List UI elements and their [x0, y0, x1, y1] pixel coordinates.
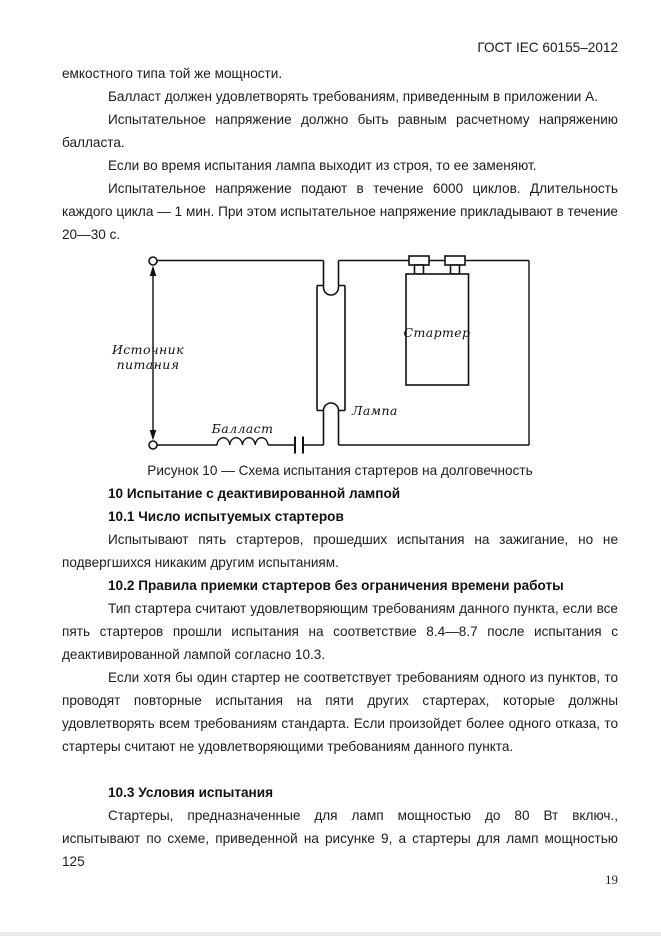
starter-terminal-stem-right	[449, 264, 461, 275]
label-power-source-line2: питания	[117, 357, 180, 372]
lamp-electrode-bottom	[322, 402, 340, 445]
circuit-diagram: Источник питания Балласт Лампа Стартер	[111, 255, 530, 454]
heading-10-2: 10.2 Правила приемки стартеров без огран…	[108, 578, 564, 593]
circuit-wires	[157, 259, 530, 446]
paragraph-lamp-replacement: Если во время испытания лампа выходит из…	[108, 158, 537, 173]
label-lamp: Лампа	[351, 403, 398, 418]
starter-terminal-cap-right	[444, 255, 466, 266]
paragraph-test-voltage: Испытательное напряжение должно быть рав…	[62, 112, 618, 150]
starter-box	[405, 273, 470, 386]
lamp-electrode-top	[322, 260, 340, 296]
paragraph-continuation: емкостного типа той же мощности.	[62, 66, 283, 81]
heading-10-1: 10.1 Число испытуемых стартеров	[108, 509, 344, 524]
label-ballast: Балласт	[211, 421, 274, 436]
heading-10-3: 10.3 Условия испытания	[108, 785, 274, 800]
label-starter: Стартер	[404, 325, 471, 340]
power-source-arrowhead-up	[149, 265, 157, 276]
starter-terminal-stem-left	[413, 264, 425, 275]
power-source-terminal-bottom	[148, 440, 158, 450]
figure-caption: Рисунок 10 — Схема испытания стартеров н…	[147, 463, 533, 478]
power-source-arrowhead-down	[149, 430, 157, 441]
power-source-terminal-top	[148, 256, 158, 266]
standard-designation-header: ГОСТ IEC 60155–2012	[477, 40, 618, 55]
paragraph-ballast-requirements: Балласт должен удовлетворять требованиям…	[108, 89, 599, 104]
lower-text-block: Рисунок 10 — Схема испытания стартеров н…	[62, 459, 618, 873]
paragraph-10-2b: Если хотя бы один стартер не соответству…	[62, 670, 618, 754]
capacitor	[294, 436, 304, 454]
paragraph-10-3: Стартеры, предназначенные для ламп мощно…	[62, 808, 618, 869]
paragraph-cycles: Испытательное напряжение подают в течени…	[62, 181, 618, 242]
upper-text-block: емкостного типа той же мощности. Балласт…	[62, 62, 618, 246]
ballast-inductor	[216, 437, 269, 446]
page-number: 19	[605, 872, 618, 887]
starter-terminal-cap-left	[408, 255, 430, 266]
lamp-tube	[316, 284, 346, 412]
label-power-source-line1: Источник	[111, 342, 184, 357]
paragraph-10-1: Испытывают пять стартеров, прошедших исп…	[62, 532, 618, 570]
paragraph-10-2a: Тип стартера считают удовлетворяющим тре…	[62, 601, 618, 662]
heading-10: 10 Испытание с деактивированной лампой	[108, 486, 401, 501]
scan-edge-strip	[0, 932, 661, 936]
